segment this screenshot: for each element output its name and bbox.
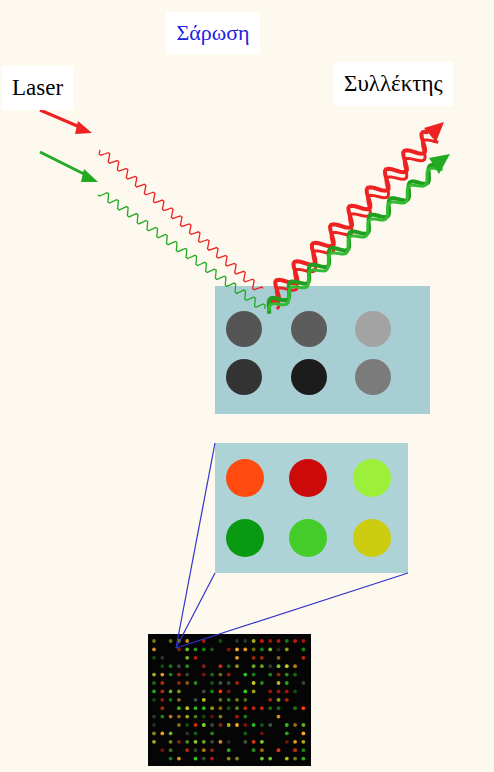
light-wave — [99, 150, 263, 290]
microarray-image — [148, 634, 311, 766]
title: Σάρωση — [166, 12, 259, 54]
laser-arrows — [40, 110, 98, 182]
laser-label: Laser — [2, 66, 73, 110]
colour-spots — [226, 459, 391, 557]
microarray-dots — [152, 639, 305, 760]
light-wave — [98, 193, 265, 309]
collector-label: Συλλέκτης — [334, 62, 453, 106]
collector-arrows — [424, 122, 450, 174]
grey-spots — [226, 311, 391, 395]
slide-panel — [215, 286, 430, 414]
light-wave — [269, 168, 442, 311]
zoom-panel — [215, 443, 408, 573]
light-waves — [98, 132, 443, 314]
zoom-lines — [176, 443, 408, 648]
light-wave — [269, 165, 441, 314]
